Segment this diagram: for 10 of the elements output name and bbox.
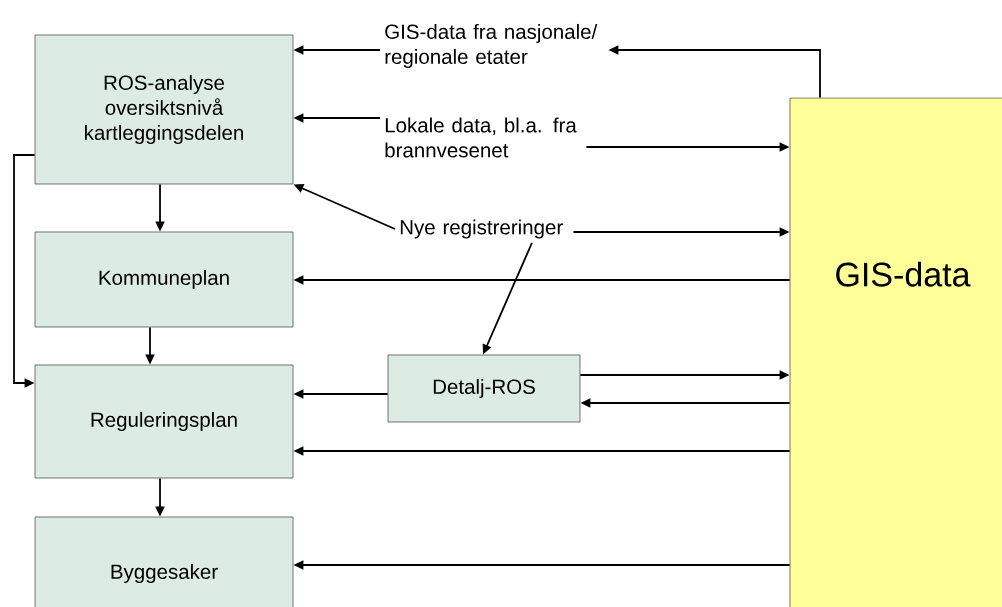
arrow: [13, 154, 36, 388]
process-box: ROS-analyse oversiktsnivå kartleggingsdelen: [34, 34, 294, 185]
data-store-box: GIS-data: [789, 97, 1002, 607]
process-box: Detalj-ROS: [387, 354, 581, 423]
process-box: Reguleringsplan: [34, 364, 294, 479]
process-box: Kommuneplan: [34, 231, 294, 328]
source-text: Lokale data, bl.a. fra brannvesenet: [385, 117, 577, 158]
source-text: GIS-data fra nasjonale/ regionale etater: [385, 23, 598, 69]
source-text: Nye registreringer: [400, 219, 563, 239]
process-box: Byggesaker: [34, 516, 294, 607]
